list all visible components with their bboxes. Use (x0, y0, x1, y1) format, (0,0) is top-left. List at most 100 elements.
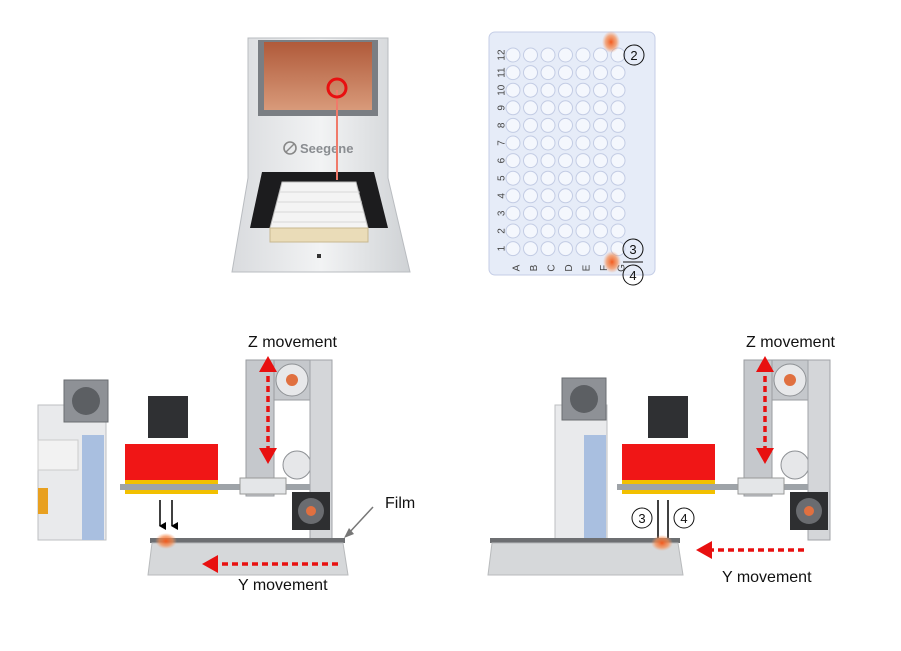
plate-well (594, 224, 608, 238)
plate-well (576, 66, 590, 80)
plate-column-label: 11 (497, 67, 508, 78)
plate-well (541, 48, 555, 62)
plate-well (594, 154, 608, 168)
plate-well (506, 224, 520, 238)
left-mechanism: Z movement Y movement Film (38, 334, 415, 594)
plate-well (506, 136, 520, 150)
plate-well (611, 171, 625, 185)
right-mechanism: Z movement 3 4 Y movement (488, 334, 835, 586)
plate-well (506, 189, 520, 203)
plate-well (559, 136, 573, 150)
plate-column-label: 8 (497, 122, 508, 128)
plate-column-label: 2 (497, 228, 508, 234)
plate-well (524, 66, 538, 80)
right-z-label: Z movement (746, 334, 835, 351)
instrument-illustration: Seegene (232, 38, 410, 272)
plate-well (576, 136, 590, 150)
plate-well (541, 66, 555, 80)
plate-well (559, 48, 573, 62)
plate-well (576, 206, 590, 220)
plate-well (541, 189, 555, 203)
plate-well (524, 242, 538, 256)
plate-well (506, 171, 520, 185)
plate-well (594, 189, 608, 203)
plate-well (576, 171, 590, 185)
plate-well (559, 171, 573, 185)
plate-well (506, 242, 520, 256)
marker-2-label: 2 (630, 48, 637, 63)
plate-well (541, 101, 555, 115)
plate-well (594, 171, 608, 185)
plate-well (594, 101, 608, 115)
plate-row-label: E (582, 264, 593, 271)
plate-well (576, 83, 590, 97)
plate-well (611, 136, 625, 150)
plate-well (576, 242, 590, 256)
plate-column-label: 10 (497, 84, 508, 96)
plate-well (594, 118, 608, 132)
plate-well (506, 48, 520, 62)
plate-well (559, 242, 573, 256)
plate-well (506, 101, 520, 115)
plate-well (541, 206, 555, 220)
plate-well (611, 154, 625, 168)
plate-well (541, 118, 555, 132)
plate-well (506, 66, 520, 80)
plate-well (576, 189, 590, 203)
plate-well (524, 101, 538, 115)
marker-3-label: 3 (629, 242, 636, 257)
plate-row-label: A (512, 264, 523, 271)
highlight-well-bottom (603, 251, 621, 273)
plate-well (594, 66, 608, 80)
marker-4-label: 4 (629, 268, 636, 283)
plate-row-label: B (529, 264, 540, 271)
plate-well (541, 154, 555, 168)
plate-well (559, 189, 573, 203)
right-y-label: Y movement (722, 569, 812, 586)
plate-well (524, 136, 538, 150)
plate-well (611, 101, 625, 115)
plate-column-label: 9 (497, 105, 508, 111)
right-marker-3-label: 3 (638, 511, 645, 526)
plate-well (524, 154, 538, 168)
brand-label: Seegene (300, 141, 353, 156)
plate-well (506, 83, 520, 97)
plate-well (541, 136, 555, 150)
plate-well (559, 154, 573, 168)
plate-well (559, 83, 573, 97)
film-label: Film (385, 495, 415, 512)
control-module (148, 396, 188, 438)
plate-well (559, 206, 573, 220)
plate-well (576, 48, 590, 62)
plate-column-label: 7 (497, 140, 508, 146)
plate-well (506, 118, 520, 132)
plate-well (611, 206, 625, 220)
highlight-well-top (602, 31, 620, 53)
plate-well (541, 83, 555, 97)
plate-well (611, 118, 625, 132)
plate-well (594, 83, 608, 97)
plate-well (576, 118, 590, 132)
left-z-label: Z movement (248, 334, 337, 351)
plate-well (506, 154, 520, 168)
plate-map: 123456789101112 ABCDEFG 2 3 4 (489, 31, 655, 285)
plate-well (559, 101, 573, 115)
plate-column-label: 3 (497, 210, 508, 216)
plate-well (524, 83, 538, 97)
plate-well (524, 118, 538, 132)
plate-well (611, 224, 625, 238)
film-pointer (348, 507, 373, 534)
left-film (150, 538, 345, 543)
plate-well (611, 66, 625, 80)
plate-well (524, 189, 538, 203)
plate-column-label: 1 (497, 245, 508, 251)
plate-well (594, 136, 608, 150)
plate-column-label: 12 (497, 49, 508, 61)
plate-well (559, 224, 573, 238)
plate-well (524, 224, 538, 238)
right-marker-4-label: 4 (680, 511, 687, 526)
plate-well (611, 83, 625, 97)
plate-well (559, 66, 573, 80)
plate-column-label: 6 (497, 157, 508, 163)
